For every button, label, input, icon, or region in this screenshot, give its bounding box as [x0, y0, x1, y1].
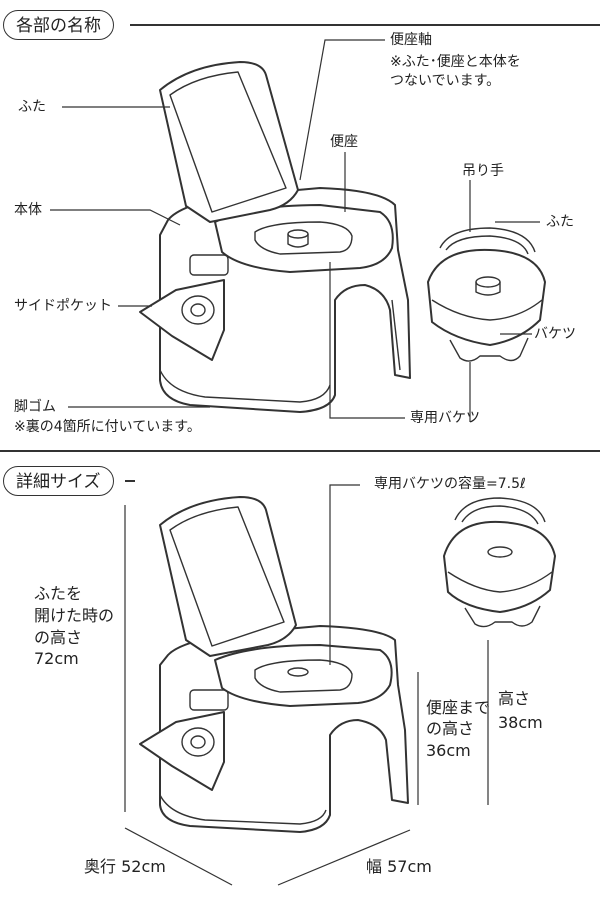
- bucket-illustration: [427, 227, 546, 362]
- seat-height-value: 36cm: [426, 741, 471, 760]
- bucket-illustration-size: [443, 497, 556, 628]
- depth-label: 奥行 52cm: [84, 857, 166, 876]
- label-rubber-feet: 脚ゴム: [14, 399, 56, 415]
- label-handle: 吊り手: [462, 163, 504, 179]
- divider: [130, 24, 600, 26]
- seat-height-line-2: の高さ: [426, 719, 475, 738]
- open-height-line-2: 開けた時の: [34, 606, 115, 625]
- open-height-line-3: の高さ: [34, 628, 83, 647]
- open-height-line-1: ふたを: [34, 584, 83, 603]
- seat-height-line-1: 便座まで: [426, 698, 491, 717]
- label-side-pocket: サイドポケット: [14, 298, 112, 314]
- label-rubber-feet-note: ※裏の4箇所に付いています。: [14, 419, 201, 435]
- dimension-lines: [124, 484, 489, 886]
- label-lid: ふた: [18, 99, 46, 115]
- width-label: 幅 57cm: [366, 857, 432, 876]
- divider: [125, 480, 135, 482]
- section-divider: [0, 450, 600, 452]
- bucket-capacity-label: 専用バケツの容量=7.5ℓ: [374, 476, 526, 492]
- height-value: 38cm: [498, 713, 543, 732]
- label-seat: 便座: [330, 134, 358, 150]
- label-bucket: バケツ: [534, 326, 576, 342]
- parts-section-title: 各部の名称: [3, 10, 114, 40]
- leader-lines: [50, 39, 540, 422]
- parts-diagram: [50, 39, 546, 422]
- label-body: 本体: [14, 202, 42, 218]
- label-bucket-lid: ふた: [546, 214, 574, 230]
- label-seat-axis-note-1: ※ふた･便座と本体を: [390, 54, 521, 70]
- size-section-title: 詳細サイズ: [3, 466, 114, 496]
- toilet-illustration-size: [139, 496, 409, 833]
- label-seat-axis: 便座軸: [390, 32, 432, 48]
- label-dedicated-bucket: 専用バケツ: [410, 410, 480, 426]
- open-height-value: 72cm: [34, 649, 79, 668]
- label-seat-axis-note-2: つないでいます。: [390, 73, 501, 89]
- toilet-illustration: [139, 61, 411, 413]
- height-label: 高さ: [498, 689, 531, 708]
